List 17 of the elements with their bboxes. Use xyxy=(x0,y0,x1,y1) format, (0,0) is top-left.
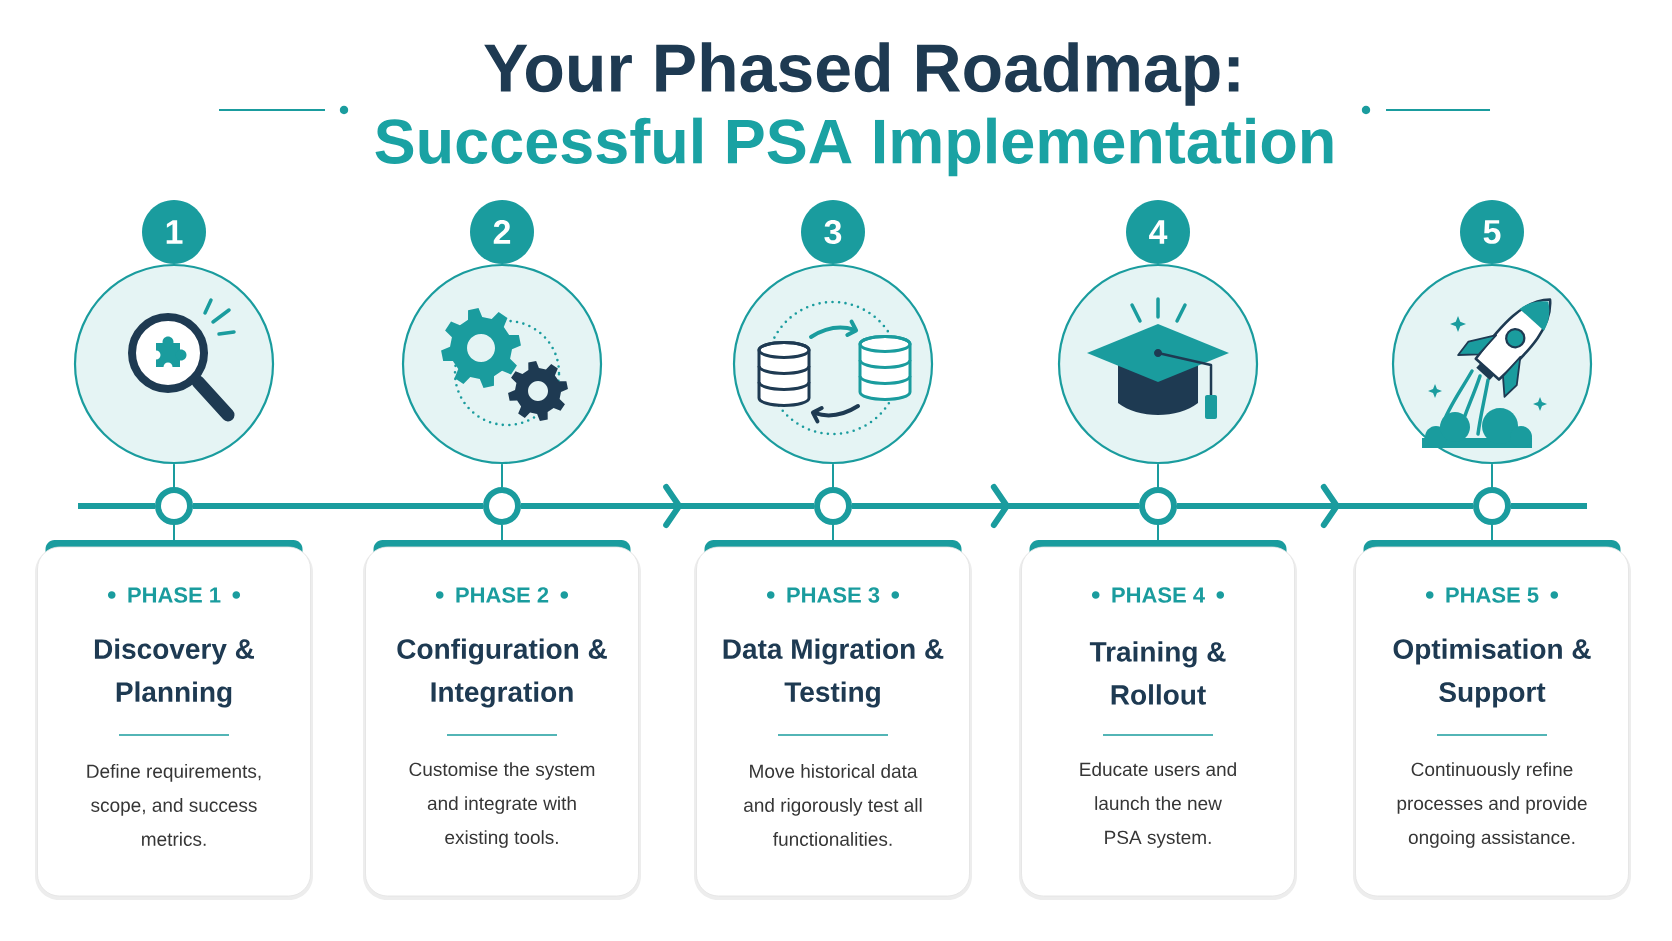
phase-title: Optimisation & Support xyxy=(1393,638,1591,708)
phase-label: PHASE 1 xyxy=(128,587,221,603)
phase-title: Training & Rollout xyxy=(1089,641,1226,705)
title: Your Phased Roadmap: xyxy=(484,42,1239,106)
phase-title: Data Migration & Testing xyxy=(723,638,944,708)
subtitle: Successful PSA Implementation xyxy=(375,117,1333,177)
phase-description: Customise the system and integrate with existing tools. xyxy=(409,762,595,848)
phase-description: Continuously refine processes and provide ongoing assistance. xyxy=(1397,762,1587,848)
phase-description: Educate users and launch the new PSA system. xyxy=(1080,762,1236,848)
phase-title: Configuration & Integration xyxy=(397,638,607,708)
phase-label: PHASE 2 xyxy=(456,587,549,603)
phase-description: Move historical data and rigorously test all functionalities. xyxy=(744,764,922,846)
phase-label: PHASE 5 xyxy=(1446,587,1539,603)
phase-label: PHASE 4 xyxy=(1112,587,1205,603)
phase-title: Discovery & Planning xyxy=(94,638,254,708)
phase-description: Define requirements, scope, and success metrics. xyxy=(87,764,261,846)
phase-label: PHASE 3 xyxy=(787,587,880,603)
